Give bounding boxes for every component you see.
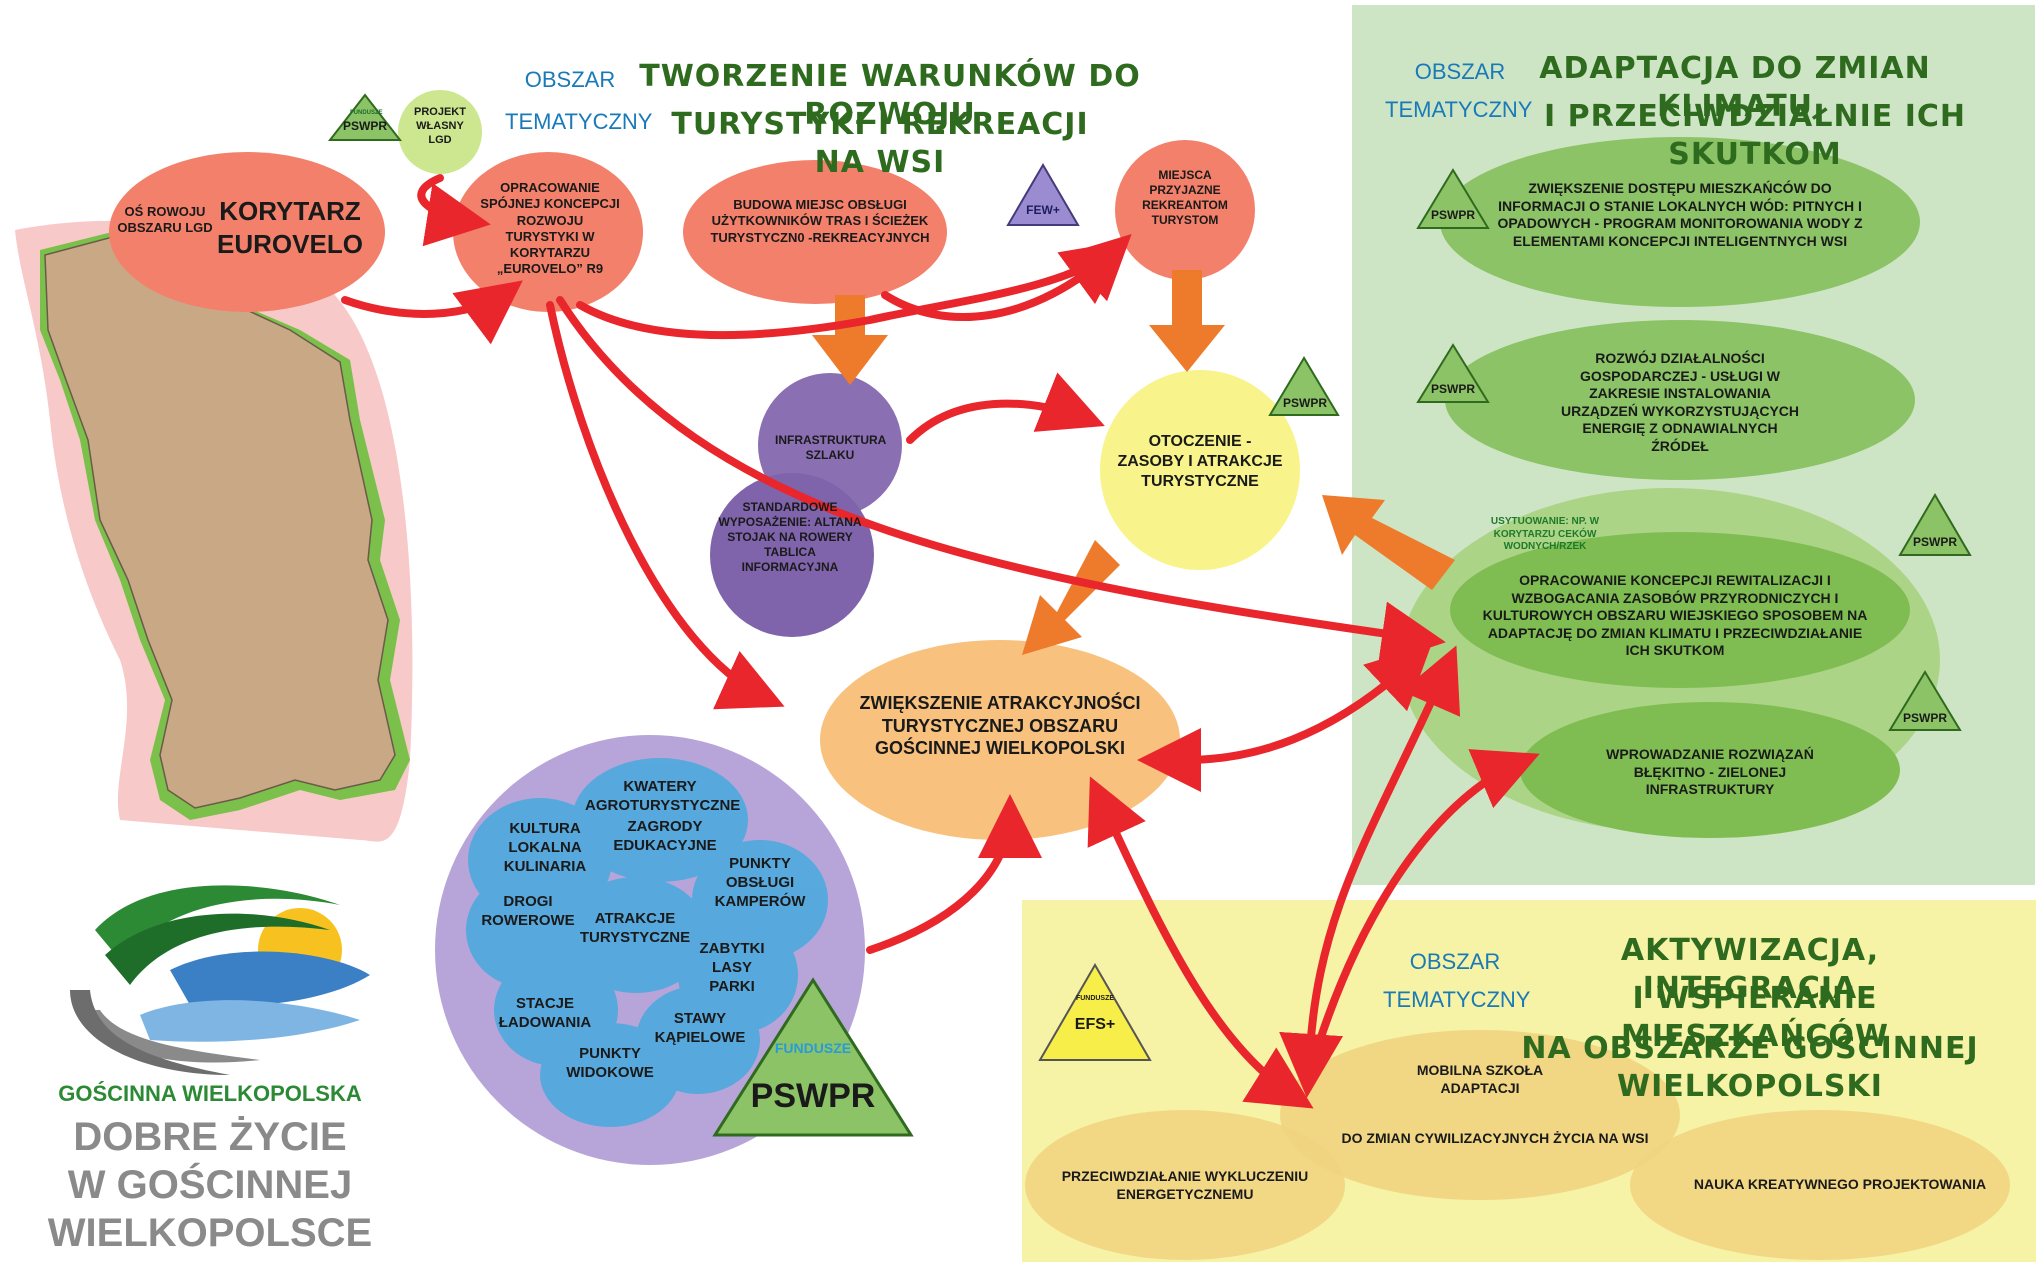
concept-ellipse	[453, 152, 643, 312]
corridor-axis-label: OŚ ROWOJU OBSZARU LGD	[117, 204, 213, 236]
corridor-title: KORYTARZ EUROVELO	[217, 196, 363, 259]
concept-label: OPRACOWANIE SPÓJNEJ KONCEPCJI ROZWOJU TU…	[480, 180, 620, 277]
logo-slogan-2: W GOŚCINNEJ	[67, 1163, 353, 1207]
blue-green-label: WPROWADZANIE ROZWIĄZAŃ BŁĘKITNO - ZIELON…	[1606, 746, 1814, 797]
surroundings-circle	[1100, 370, 1300, 570]
cluster-item-bike-roads: DROGI ROWEROWE	[481, 893, 575, 929]
cluster-item-farms: ZAGRODY EDUKACYJNE	[613, 818, 717, 854]
fund-label-pswpr-blue-green: PSWPR	[1902, 711, 1947, 725]
area-climate-tag-1: OBSZAR	[1414, 59, 1506, 84]
attractiveness-label: ZWIĘKSZENIE ATRAKCYJNOŚCI TURYSTYCZNEJ O…	[859, 693, 1141, 758]
fund-label-few: FEW+	[1026, 203, 1060, 217]
cluster-item-viewpoints: PUNKTY WIDOKOWE	[566, 1045, 654, 1081]
area-climate-title-2: I PRZECIWDZIAŁNIE ICH SKUTKOM	[1543, 99, 1966, 172]
orange-arrows	[812, 270, 1455, 655]
cluster-item-ponds: STAWY KĄPIELOWE	[654, 1010, 746, 1046]
surroundings-label: OTOCZENIE - ZASOBY I ATRAKCJE TURYSTYCZN…	[1117, 433, 1283, 490]
project-label: PROJEKT WŁASNY LGD	[414, 106, 466, 146]
area-tourism-title-1: TWORZENIE WARUNKÓW DO ROZWOJU	[639, 59, 1141, 132]
standard-equipment-label: STANDARDOWE WYPOSAŻENIE: ALTANA STOJAK N…	[718, 500, 862, 574]
fund-label-pswpr-revitalization: PSWPR	[1912, 535, 1957, 549]
creative-design-label: NAUKA KREATYWNEGO PROJEKTOWANIA	[1693, 1176, 1987, 1192]
blue-green-ellipse	[1520, 702, 1900, 838]
area-activation-tag-2: TEMATYCZNY	[1383, 987, 1531, 1012]
area-activation-title-2: I WSPIERANIE MIESZKAŃCÓW	[1620, 981, 1890, 1054]
cluster-item-monuments: ZABYTKI LASY PARKI	[699, 940, 765, 995]
energy-label: ROZWÓJ DZIAŁALNOŚCI GOSPODARCZEJ - USŁUG…	[1561, 350, 1799, 454]
fund-label-efs-small: FUNDUSZE	[1075, 995, 1115, 1002]
project-circle	[398, 90, 482, 174]
friendly-places-label: MIEJSCA PRZYJAZNE REKREANTOM TURYSTOM	[1142, 168, 1228, 227]
fund-label-small: FUNDUSZE	[350, 110, 383, 116]
cluster-item-lodgings: KWATERY AGROTURYSTYCZNE	[585, 778, 741, 814]
area-activation-tag-1: OBSZAR	[1409, 949, 1501, 974]
fund-label-pswpr-water: PSWPR	[1430, 208, 1475, 222]
service-places-label: BUDOWA MIEJSC OBSŁUGI UŻYTKOWNIKÓW TRAS …	[710, 197, 930, 245]
logo-org: GOŚCINNA WIELKOPOLSKA	[58, 1081, 362, 1106]
cluster-bubbles	[466, 758, 828, 1127]
mobile-school-line-1: MOBILNA SZKOŁA ADAPTACJI	[1416, 1062, 1544, 1096]
lgd-map	[44, 234, 396, 809]
placement-note: USYTUOWANIE: NP. W KORYTARZU CEKÓW WODNY…	[1490, 516, 1600, 552]
revitalization-label: OPRACOWANIE KONCEPCJI REWITALIZACJI I WZ…	[1482, 572, 1868, 658]
fund-label-efs: EFS+	[1074, 1016, 1116, 1033]
energy-ellipse	[1445, 320, 1915, 480]
area-tourism-tag-2: TEMATYCZNY	[505, 109, 653, 134]
corridor-ellipse	[109, 152, 385, 312]
service-places-ellipse	[683, 160, 947, 304]
water-label: ZWIĘKSZENIE DOSTĘPU MIESZKAŃCÓW DO INFOR…	[1497, 180, 1863, 249]
area-tourism-tag-1: OBSZAR	[524, 67, 616, 92]
logo-slogan-3: WIELKOPOLSCE	[47, 1211, 373, 1255]
cluster-item-campers: PUNKTY OBSŁUGI KAMPERÓW	[714, 855, 806, 910]
area-activation-title-3: NA OBSZARZE GOŚCINNEJ WIELKOPOLSKI	[1521, 1031, 1979, 1104]
logo-swooshes	[70, 885, 370, 1075]
trail-infra-label: INFRASTRUKTURA SZLAKU	[775, 433, 887, 462]
fund-label-cluster: PSWPR	[750, 1077, 876, 1115]
cluster-item-culture: KULTURA LOKALNA KULINARIA	[503, 820, 587, 875]
logo-slogan-1: DOBRE ŻYCIE	[73, 1115, 347, 1159]
fund-label-pswpr-project: PSWPR	[342, 119, 387, 133]
area-climate-tag-2: TEMATYCZNY	[1385, 97, 1533, 122]
fund-triangles	[327, 93, 1972, 1137]
cluster-item-attractions: ATRAKCJE TURYSTYCZNE	[579, 910, 691, 946]
energy-exclusion-ellipse	[1025, 1110, 1345, 1260]
water-ellipse	[1440, 137, 1920, 307]
area-activation-title-1: AKTYWIZACJA, INTEGRACJA	[1620, 933, 1880, 1006]
creative-design-ellipse	[1630, 1110, 2010, 1260]
area-tourism-title-2: TURYSTYKI I REKREACJI NA WSI	[671, 107, 1089, 180]
fund-label-pswpr-surroundings: PSWPR	[1282, 396, 1327, 410]
revitalization-ellipse	[1450, 532, 1910, 688]
fund-label-pswpr-energy: PSWPR	[1430, 382, 1475, 396]
mobile-school-line-2: DO ZMIAN CYWILIZACYJNYCH ŻYCIA NA WSI	[1341, 1130, 1649, 1146]
friendly-places-ellipse	[1115, 140, 1255, 280]
red-arrows	[341, 174, 1540, 1109]
fund-label-cluster-small: FUNDUSZE	[774, 1040, 852, 1056]
energy-exclusion-label: PRZECIWDZIAŁANIE WYKLUCZENIU ENERGETYCZN…	[1061, 1168, 1309, 1202]
cluster-item-charging: STACJE ŁADOWANIA	[498, 995, 592, 1031]
area-climate-title-1: ADAPTACJA DO ZMIAN KLIMATU	[1539, 51, 1931, 124]
